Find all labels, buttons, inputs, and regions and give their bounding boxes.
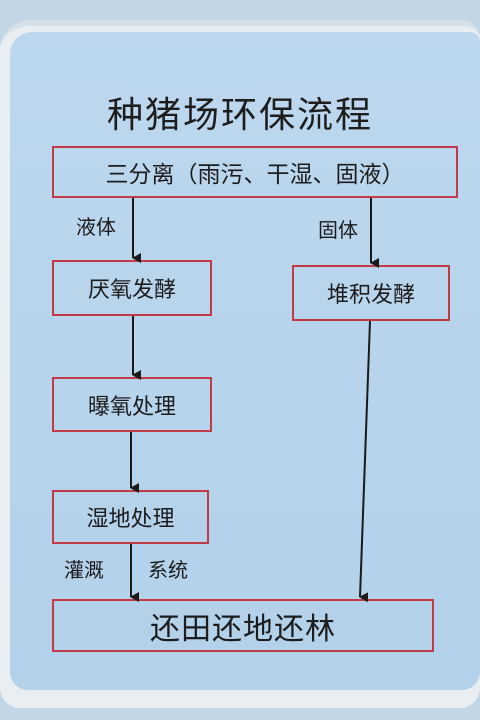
arrow-compost-to-return [359,320,371,603]
diagram-title: 种猪场环保流程 [106,95,373,136]
diagram-panel [10,32,480,690]
edge-label-solid: 固体 [318,218,358,242]
edge-label-liquid: 液体 [76,215,116,239]
node-return: 还田还地还林 [52,599,434,652]
node-wetland: 湿地处理 [52,490,209,544]
edge-label-system: 系统 [148,558,188,582]
node-separation: 三分离（雨污、干湿、固液） [52,146,458,198]
edge-label-irrigation: 灌溉 [64,558,104,582]
